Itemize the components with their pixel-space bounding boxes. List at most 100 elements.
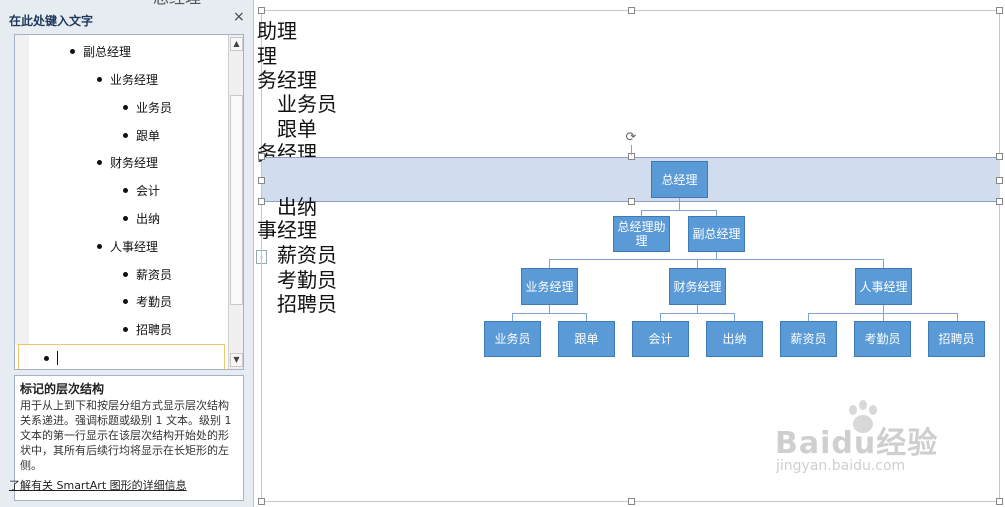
list-item-label: 薪资员 <box>136 268 173 282</box>
org-node-finance-manager[interactable]: 财务经理 <box>669 268 726 305</box>
watermark-brand: Baidu经验 <box>775 426 939 461</box>
org-node-follow-up[interactable]: 跟单 <box>558 321 615 357</box>
close-icon[interactable]: × <box>233 9 245 25</box>
org-node-hr-manager[interactable]: 人事经理 <box>855 268 912 305</box>
list-item-label: 人事经理 <box>110 240 159 254</box>
org-node-payroll[interactable]: 薪资员 <box>780 321 837 357</box>
connector-line <box>512 313 513 321</box>
document-text-line: 招聘员 <box>277 292 337 316</box>
resize-handle[interactable] <box>628 198 635 205</box>
bullet-icon <box>123 299 128 304</box>
top-level-band[interactable] <box>262 157 1000 202</box>
resize-handle[interactable] <box>996 198 1003 205</box>
bullet-icon <box>97 244 102 249</box>
connector-line <box>883 259 884 268</box>
connector-line <box>697 259 698 268</box>
bullet-icon <box>97 160 102 165</box>
org-node-assistant[interactable]: 总经理助理 <box>613 216 670 252</box>
list-item-label: 财务经理 <box>110 156 159 170</box>
document-text-line: 事经理 <box>257 218 317 242</box>
org-node-attendance[interactable]: 考勤员 <box>854 321 911 357</box>
connector-line <box>660 313 661 321</box>
resize-handle[interactable] <box>996 7 1003 14</box>
list-item[interactable]: 副总经理 <box>70 43 131 61</box>
list-item[interactable]: 跟单 <box>123 127 160 145</box>
org-node-salesperson[interactable]: 业务员 <box>484 321 541 357</box>
list-item-label: 考勤员 <box>136 295 173 309</box>
list-item[interactable]: 人事经理 <box>97 238 158 256</box>
org-node-cashier[interactable]: 出纳 <box>706 321 763 357</box>
watermark-url: jingyan.baidu.com <box>776 458 906 474</box>
org-node-root[interactable]: 总经理 <box>651 161 708 198</box>
org-node-recruiter[interactable]: 招聘员 <box>928 321 985 357</box>
resize-handle[interactable] <box>258 198 265 205</box>
list-item[interactable]: 财务经理 <box>97 154 158 172</box>
resize-handle[interactable] <box>258 153 265 160</box>
connector-line <box>549 305 550 313</box>
rotate-icon[interactable]: ⟳ <box>625 130 637 145</box>
list-item[interactable]: 会计 <box>123 182 160 200</box>
list-item-label: 跟单 <box>136 129 161 143</box>
org-node-deputy[interactable]: 副总经理 <box>688 216 745 252</box>
list-item-label: 业务经理 <box>110 73 159 87</box>
list-item[interactable]: 业务经理 <box>97 71 158 89</box>
bullet-icon <box>123 327 128 332</box>
bullet-icon <box>44 356 49 361</box>
text-caret <box>57 351 58 365</box>
connector-line <box>679 198 680 210</box>
document-text-fragment: 总经理 <box>153 0 201 10</box>
connector-line <box>883 313 884 321</box>
list-item-label: 副总经理 <box>83 45 132 59</box>
list-item-label: 出纳 <box>136 212 161 226</box>
org-node-business-manager[interactable]: 业务经理 <box>521 268 578 305</box>
bullet-icon <box>123 105 128 110</box>
list-item[interactable]: 业务员 <box>123 99 172 117</box>
resize-handle[interactable] <box>258 7 265 14</box>
connector-line <box>641 210 642 216</box>
connector-line <box>734 313 735 321</box>
resize-handle[interactable] <box>996 153 1003 160</box>
connector-line <box>808 313 809 321</box>
resize-handle[interactable] <box>628 498 635 505</box>
list-item[interactable]: 出纳 <box>123 210 160 228</box>
scroll-thumb[interactable] <box>230 95 243 305</box>
layout-description: 标记的层次结构 用于从上到下和按层分组方式显示层次结构关系递进。强调标题或级别 … <box>14 375 244 501</box>
learn-more-link[interactable]: 了解有关 SmartArt 图形的详细信息 <box>9 479 187 492</box>
scroll-up-icon[interactable]: ▲ <box>230 37 243 51</box>
document-text-line: 业务员 <box>277 92 337 116</box>
text-pane-header: 在此处键入文字 × <box>0 4 254 32</box>
bullet-icon <box>123 216 128 221</box>
list-item-label: 会计 <box>136 184 161 198</box>
connector-line <box>697 305 698 313</box>
document-text-line: 助理 <box>257 19 297 43</box>
connector-line <box>957 313 958 321</box>
document-text-line: 薪资员 <box>277 243 337 267</box>
active-text-line[interactable] <box>18 344 225 369</box>
list-item[interactable]: 招聘员 <box>123 321 172 339</box>
resize-handle[interactable] <box>258 498 265 505</box>
list-item[interactable]: 薪资员 <box>123 266 172 284</box>
bullet-icon <box>123 188 128 193</box>
vertical-scrollbar[interactable]: ▲ ▼ <box>228 35 243 369</box>
scroll-down-icon[interactable]: ▼ <box>230 353 243 367</box>
document-text-line: 考勤员 <box>277 268 337 292</box>
org-node-accountant[interactable]: 会计 <box>632 321 689 357</box>
connector-line <box>716 210 717 216</box>
text-pane-title: 在此处键入文字 <box>9 14 94 28</box>
bullet-icon <box>123 272 128 277</box>
layout-description-title: 标记的层次结构 <box>20 382 105 396</box>
resize-handle[interactable] <box>258 177 265 184</box>
bullet-icon <box>70 49 75 54</box>
connector-line <box>808 313 957 314</box>
connector-line <box>512 313 587 314</box>
text-entry-box[interactable]: 副总经理 业务经理 业务员 跟单 财务经理 会计 出纳 人事经理 薪资员 考勤员… <box>14 34 244 370</box>
bullet-icon <box>97 77 102 82</box>
text-entry-gutter <box>15 35 29 345</box>
connector-line <box>883 305 884 313</box>
connector-line <box>549 259 883 260</box>
resize-handle[interactable] <box>628 7 635 14</box>
resize-handle[interactable] <box>996 498 1003 505</box>
list-item[interactable]: 考勤员 <box>123 293 172 311</box>
resize-handle[interactable] <box>996 177 1003 184</box>
baidu-paw-icon <box>849 400 877 433</box>
